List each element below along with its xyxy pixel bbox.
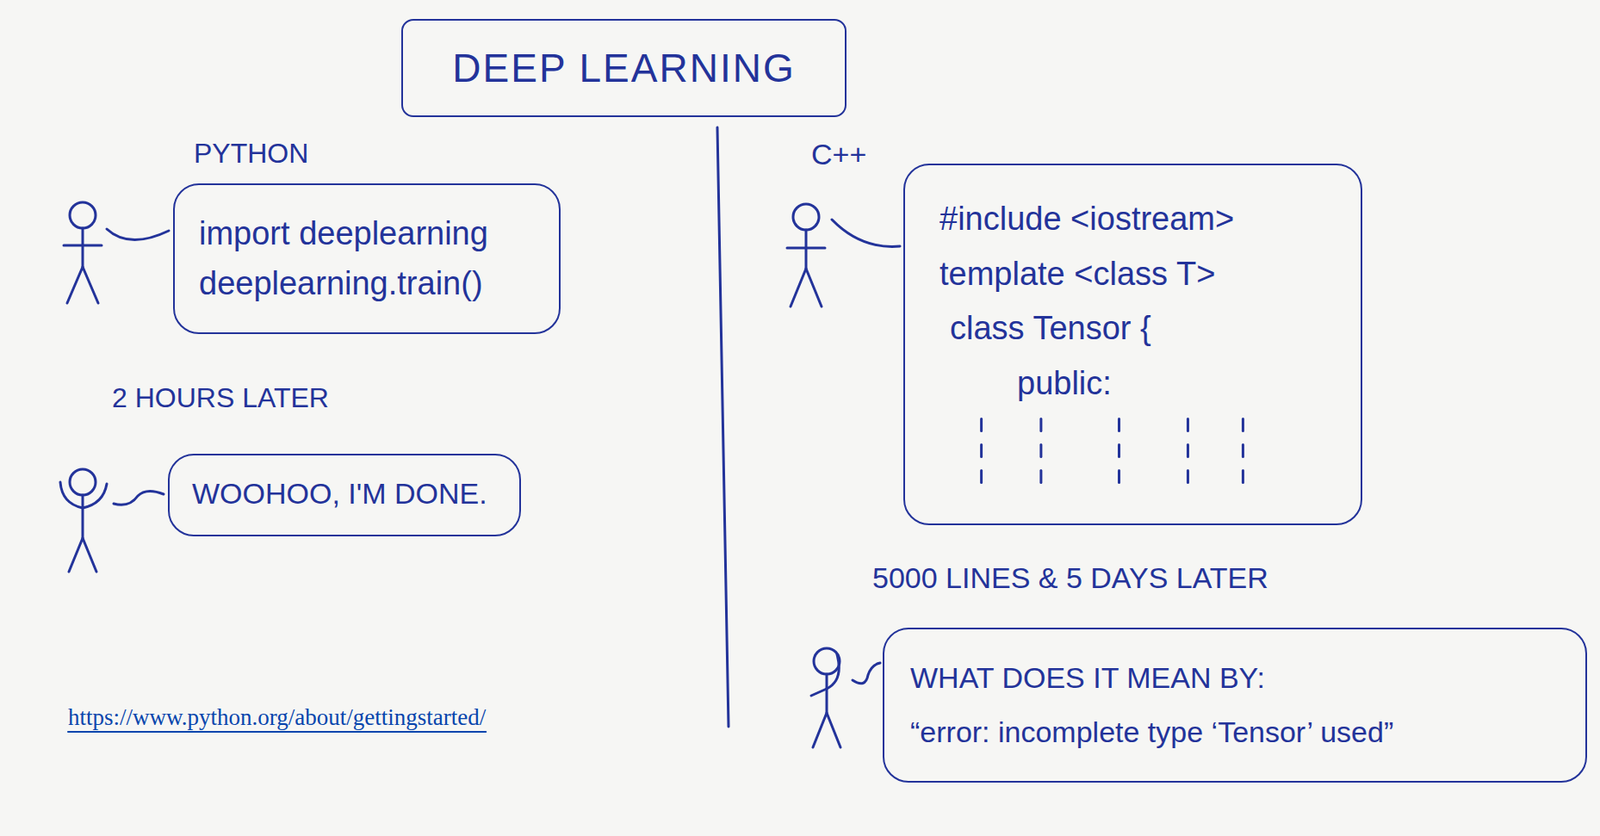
dot-mark xyxy=(1241,444,1245,457)
dot-mark xyxy=(1241,418,1245,431)
title-box: DEEP LEARNING xyxy=(401,18,847,118)
dot-mark xyxy=(1186,444,1190,457)
language-label: PYTHON xyxy=(193,137,309,170)
dot-mark xyxy=(1186,470,1190,483)
dot-mark xyxy=(1039,418,1042,431)
error-message: “error: incomplete type ‘Tensor’ used” xyxy=(910,714,1563,751)
code-line: public: xyxy=(1017,364,1327,404)
divider-line xyxy=(717,127,729,727)
stick-figure-confused xyxy=(811,648,881,748)
language-label: C++ xyxy=(811,137,867,172)
time-label: 2 HOURS LATER xyxy=(111,382,329,415)
speech-bubble: #include <iostream> template <class T> cla… xyxy=(903,163,1363,526)
stick-figure xyxy=(787,204,900,307)
title-text: DEEP LEARNING xyxy=(437,44,811,92)
dot-mark xyxy=(1117,470,1121,483)
stick-figure xyxy=(63,202,169,304)
speech-bubble: WHAT DOES IT MEAN BY: “error: incomplete … xyxy=(882,627,1588,783)
code-line: deeplearning.train() xyxy=(198,264,535,304)
dot-mark xyxy=(1039,444,1042,457)
speech-bubble: WOOHOO, I'M DONE. xyxy=(167,453,521,537)
code-line: template <class T> xyxy=(939,254,1327,295)
dot-mark xyxy=(1039,470,1042,483)
time-label: 5000 LINES & 5 DAYS LATER xyxy=(872,561,1269,596)
speech-bubble: import deeplearning deeplearning.train() xyxy=(173,183,561,335)
code-line: #include <iostream> xyxy=(939,199,1327,240)
code-continuation-marks xyxy=(981,418,1244,483)
code-line: import deeplearning xyxy=(198,214,535,255)
speech-text: WOOHOO, I'M DONE. xyxy=(192,476,497,512)
dot-mark xyxy=(1241,470,1245,483)
stick-figure-cheering xyxy=(60,469,164,572)
dot-mark xyxy=(1117,444,1121,457)
link-url: https://www.python.org/about/gettingstar… xyxy=(68,704,486,732)
link-underline xyxy=(68,731,486,733)
dot-mark xyxy=(979,418,983,431)
dot-mark xyxy=(1117,418,1121,431)
dot-mark xyxy=(1186,418,1190,431)
speech-text: WHAT DOES IT MEAN BY: xyxy=(910,660,1563,696)
dot-mark xyxy=(979,470,983,483)
dot-mark xyxy=(979,444,983,457)
code-line: class Tensor { xyxy=(949,309,1327,349)
